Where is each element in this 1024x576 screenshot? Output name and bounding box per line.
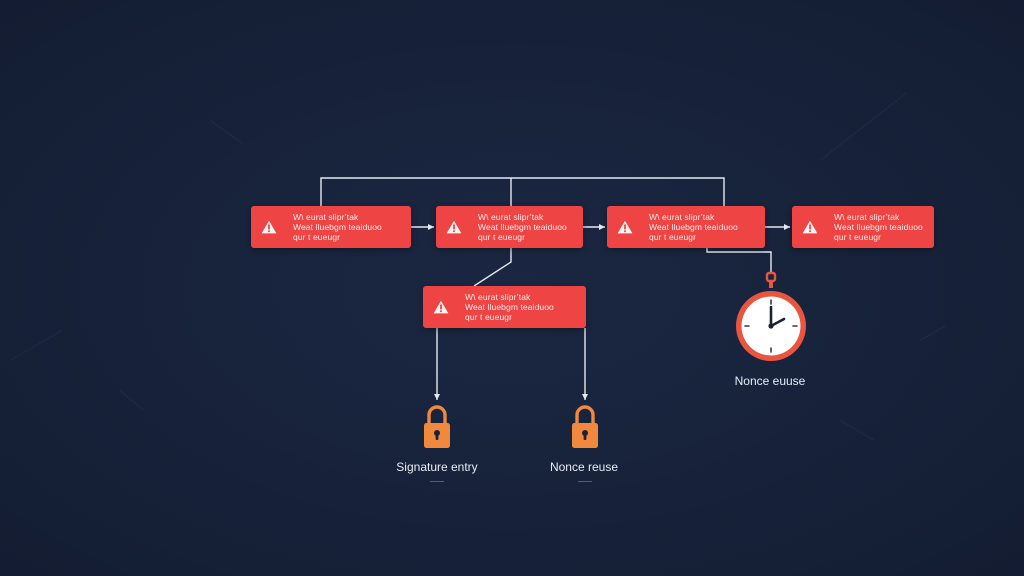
alert-text: W\ eurat slipr’tak Weat lluebgm teaiduoo…: [465, 292, 554, 322]
alert-box-4: W\ eurat slipr’tak Weat lluebgm teaiduoo…: [792, 206, 934, 248]
warning-icon: [802, 220, 818, 234]
alert-text: W\ eurat slipr’tak Weat lluebgm teaiduoo…: [649, 212, 738, 242]
top-bus-line: [320, 177, 725, 206]
lock-left-label: Signature entry: [396, 460, 478, 474]
alert-text: W\ eurat slipr’tak Weat lluebgm teaiduoo…: [293, 212, 382, 242]
padlock-icon: [424, 405, 450, 448]
alert-box-2: W\ eurat slipr’tak Weat lluebgm teaiduoo…: [436, 206, 583, 248]
alert-box-3: W\ eurat slipr’tak Weat lluebgm teaiduoo…: [607, 206, 765, 248]
branch-to-timer: [706, 248, 772, 272]
timer-label: Nonce euuse: [734, 374, 806, 388]
padlock-icon: [572, 405, 598, 448]
lock-right-label: Nonce reuse: [549, 460, 619, 474]
branch-to-alert-5: [473, 248, 512, 287]
alert-box-5: W\ eurat slipr’tak Weat lluebgm teaiduoo…: [423, 286, 586, 328]
warning-icon: [433, 300, 449, 314]
alert-text: W\ eurat slipr’tak Weat lluebgm teaiduoo…: [478, 212, 567, 242]
label-underline: [430, 481, 444, 482]
warning-icon: [446, 220, 462, 234]
stopwatch-icon: [736, 271, 806, 361]
alert-box-1: W\ eurat slipr’tak Weat lluebgm teaiduoo…: [251, 206, 411, 248]
alert-text: W\ eurat slipr’tak Weat lluebgm teaiduoo…: [834, 212, 923, 242]
warning-icon: [617, 220, 633, 234]
label-underline: [578, 481, 592, 482]
warning-icon: [261, 220, 277, 234]
